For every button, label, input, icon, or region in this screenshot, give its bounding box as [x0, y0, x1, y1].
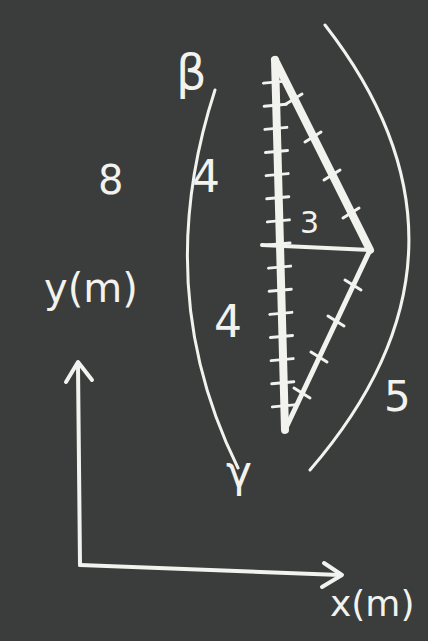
- tick-mark: [294, 388, 310, 398]
- tick-mark: [271, 336, 293, 338]
- tick-mark: [269, 289, 291, 291]
- y-arrowhead: [66, 362, 92, 382]
- segment-length: 4: [214, 300, 242, 344]
- tick-mark: [345, 280, 361, 290]
- y-axis: [78, 365, 80, 565]
- x-arrowhead: [322, 563, 342, 587]
- tick-mark: [286, 94, 302, 104]
- tick-mark: [269, 266, 291, 268]
- tick-mark: [343, 208, 359, 218]
- vertex-label: β: [176, 48, 207, 96]
- vertex-label: γ: [226, 450, 252, 494]
- segment-length: 4: [192, 155, 220, 199]
- tick-mark: [311, 352, 327, 362]
- total-length: 8: [98, 160, 123, 200]
- tick-mark: [266, 151, 288, 153]
- tick-mark: [328, 316, 344, 326]
- tick-mark: [264, 81, 286, 83]
- upper-side: [275, 60, 370, 250]
- tick-mark: [272, 382, 294, 384]
- tick-mark: [305, 132, 321, 142]
- axis-label: x(m): [330, 586, 414, 622]
- tick-mark: [264, 104, 286, 106]
- x-axis: [80, 565, 340, 575]
- tick-mark: [272, 405, 294, 407]
- side-length: 5: [384, 376, 411, 418]
- tick-mark: [265, 127, 287, 129]
- tick-mark: [324, 170, 340, 180]
- tick-mark: [270, 312, 292, 314]
- axis-label: y(m): [44, 268, 138, 308]
- tick-marks: [264, 81, 361, 407]
- tick-mark: [267, 220, 289, 222]
- height-label: 3: [300, 208, 319, 238]
- tick-mark: [267, 197, 289, 199]
- tick-mark: [268, 243, 290, 245]
- tick-mark: [266, 174, 288, 176]
- left-arc: [187, 90, 238, 468]
- tick-mark: [271, 359, 293, 361]
- lower-side: [285, 250, 370, 430]
- median-line: [262, 245, 370, 250]
